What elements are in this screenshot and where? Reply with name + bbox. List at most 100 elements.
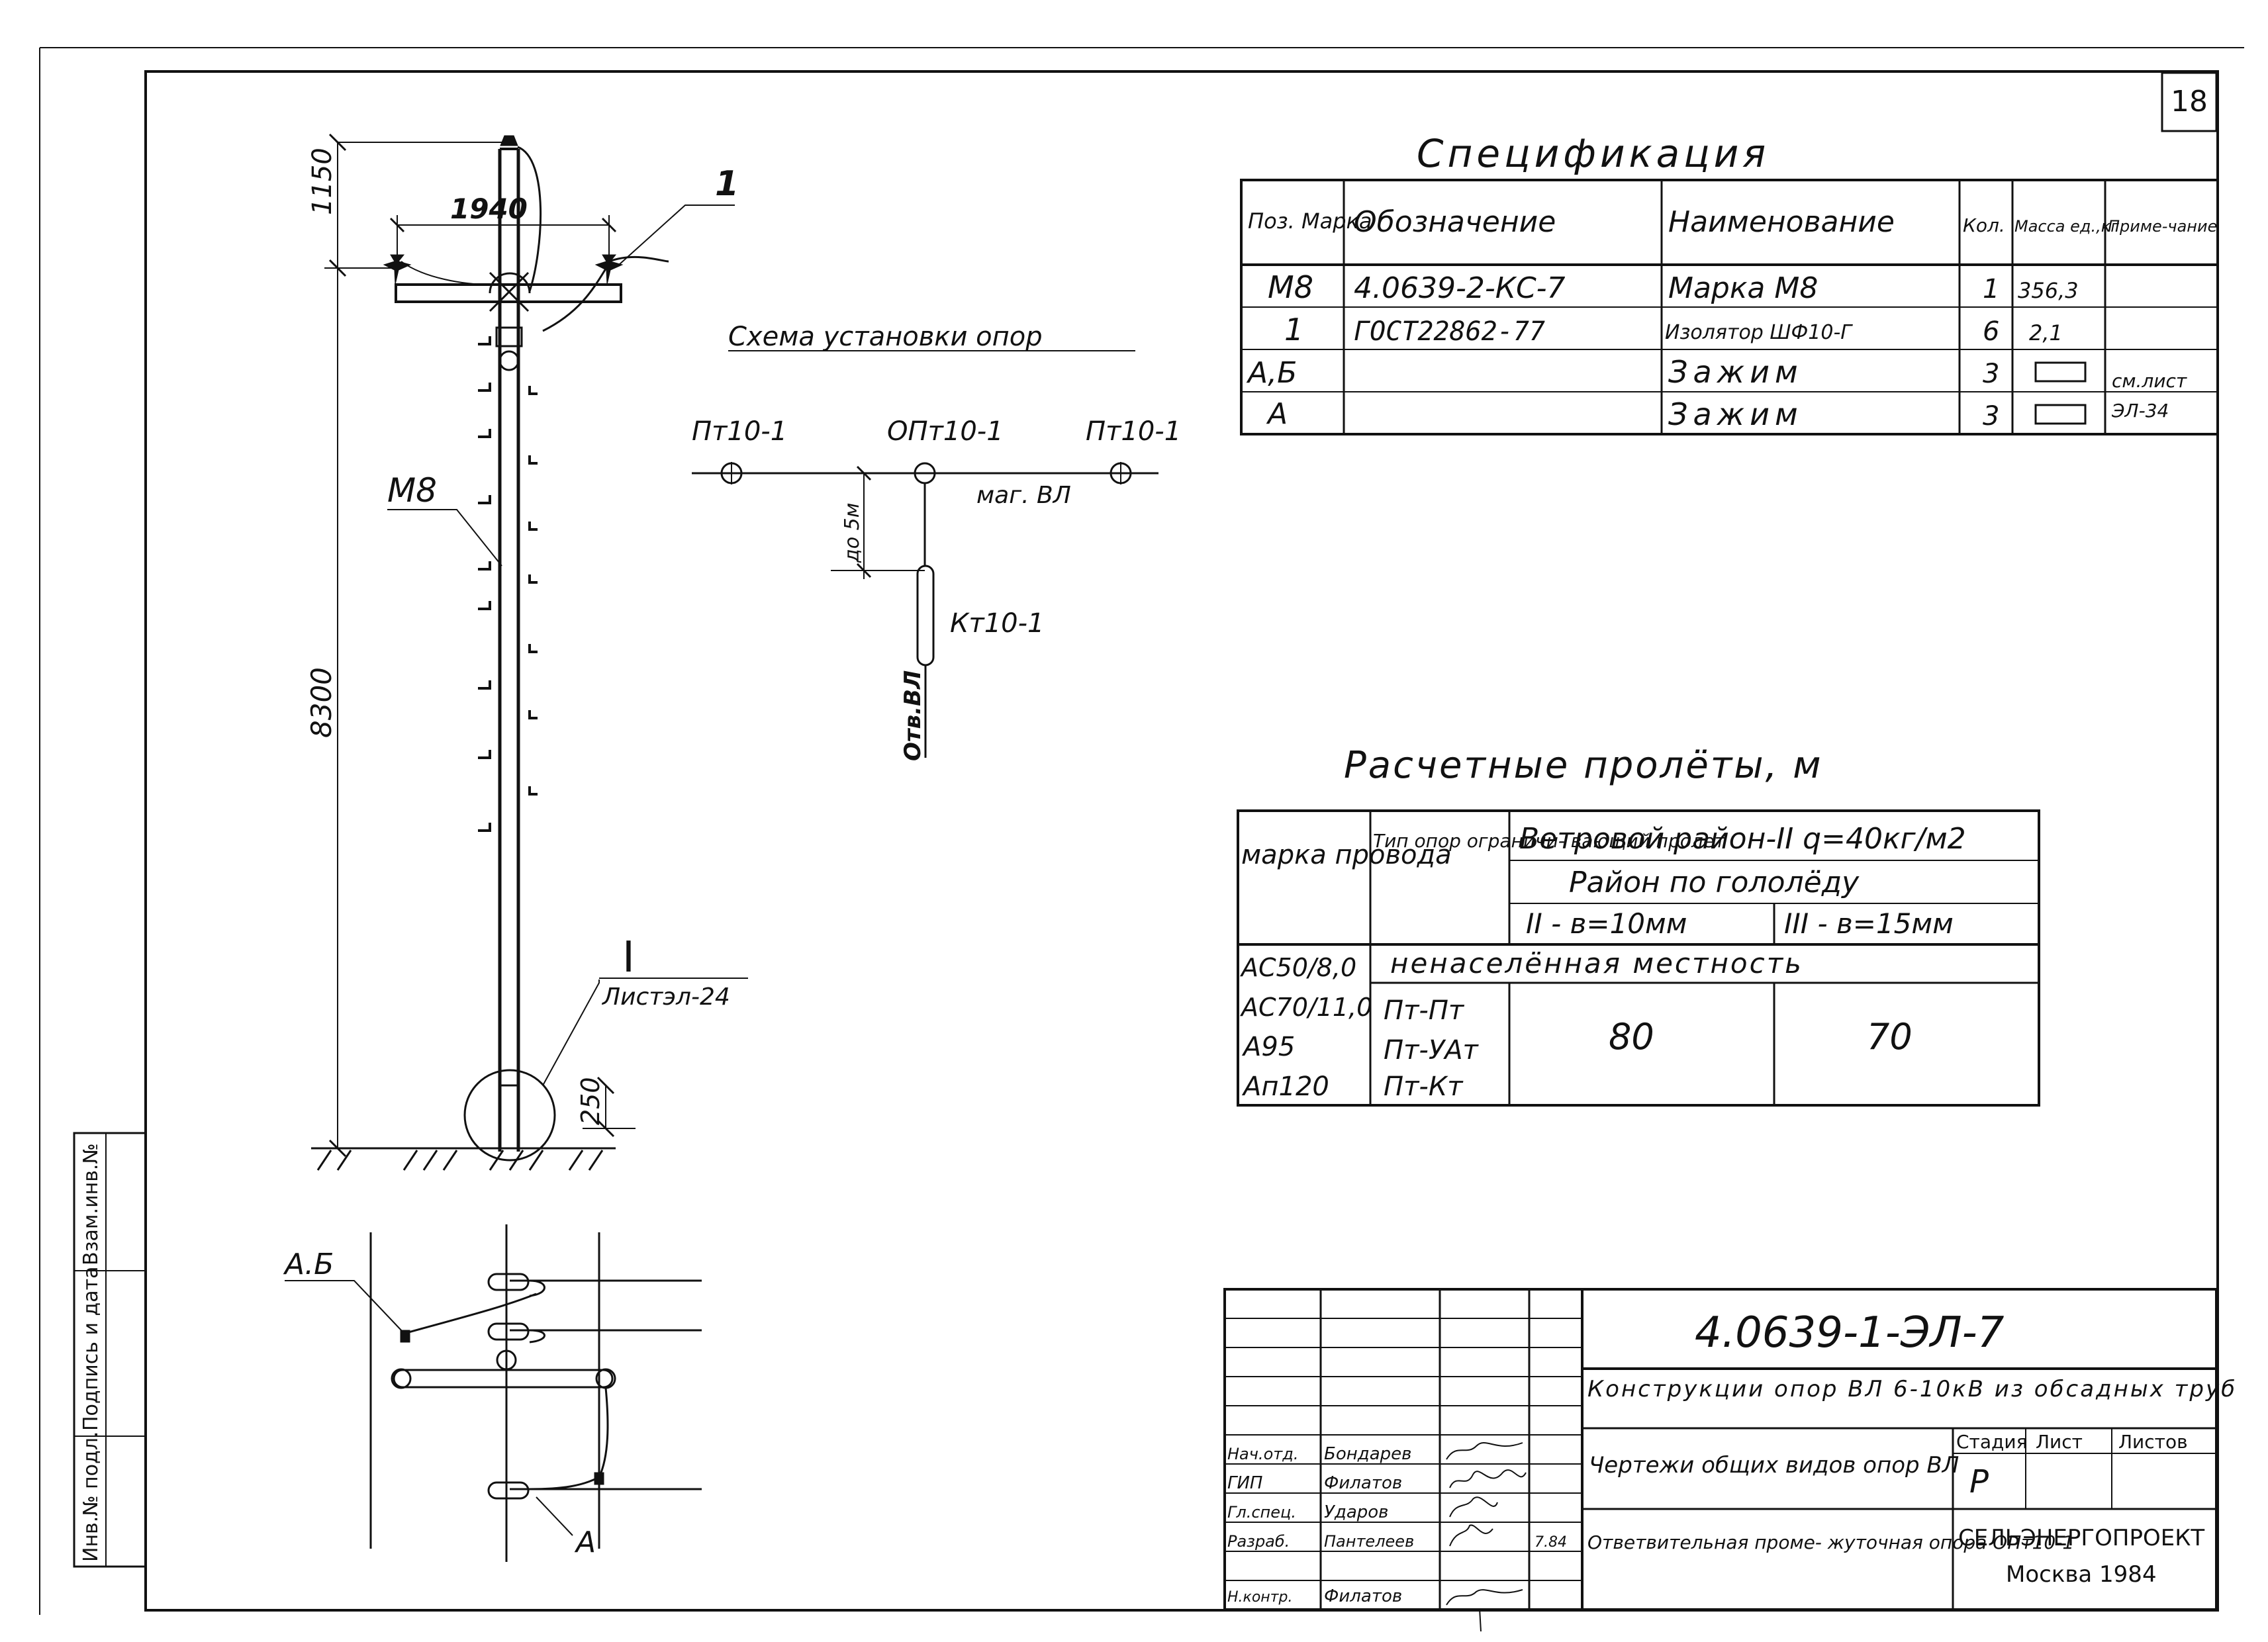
label-mark-m8: M8	[387, 471, 437, 510]
installation-scheme	[692, 351, 1158, 758]
spec-r2-note: см.лист	[2112, 370, 2187, 392]
spec-r3-name: Зажим	[1668, 396, 1803, 432]
spec-r3-qty: 3	[1983, 401, 1999, 432]
spec-r0-name: Марка М8	[1668, 271, 1818, 305]
stamp-name-4: Филатов	[1324, 1586, 1402, 1606]
dim-height: 8300	[305, 667, 338, 738]
side-stamp-inv-orig: Инв.№ подл.	[79, 1432, 103, 1562]
spans-title: Расчетные пролёты, м	[1344, 744, 1822, 787]
label-insulator: 1	[715, 164, 739, 204]
spans-type-0: Пт-Пт	[1384, 995, 1465, 1026]
scheme-branch-line: Отв.ВЛ	[900, 670, 926, 761]
detail-ref-sheet: Листэл-24	[601, 983, 730, 1011]
dim-top: 1150	[307, 148, 338, 215]
spec-r1-name: Изолятор ШФ10-Г	[1665, 321, 1853, 344]
pole-plan-view	[285, 1224, 702, 1562]
signatures	[1446, 1443, 1526, 1631]
spec-h-mass: Масса ед.,кг	[2014, 217, 2119, 236]
spec-r1-qty: 6	[1983, 316, 1999, 347]
stamp-name-0: Бондарев	[1324, 1444, 1411, 1464]
spans-value-iii: 70	[1867, 1016, 1913, 1058]
spec-h-qty: Кол.	[1963, 214, 2005, 236]
spec-h-name: Наименование	[1668, 205, 1895, 239]
title-block	[1225, 1289, 2216, 1610]
scheme-offset: до 5м	[841, 503, 864, 563]
spans-h-wind: Ветровой район-II q=40кг/м2	[1519, 822, 1966, 856]
spans-wire-3: Ап120	[1241, 1072, 1329, 1102]
sheet-frame	[40, 48, 2244, 1615]
stamp-name-3: Пантелеев	[1324, 1532, 1414, 1551]
scheme-pole-left: Пт10-1	[692, 416, 787, 447]
pole-steps	[478, 336, 538, 831]
stamp-role-0: Нач.отд.	[1227, 1445, 1298, 1463]
spec-r0-pos: М8	[1268, 269, 1313, 305]
stamp-code: 4.0639-1-ЭЛ-7	[1695, 1308, 2005, 1357]
spec-r2-pos: А,Б	[1246, 356, 1297, 390]
detail-ref-num: I	[622, 933, 635, 982]
stamp-h-sheets: Листов	[2118, 1431, 2188, 1453]
spans-h-wire: марка провода	[1241, 840, 1452, 870]
stamp-date: 7.84	[1535, 1534, 1567, 1551]
stamp-city: Москва 1984	[2006, 1561, 2157, 1588]
stamp-role-3: Разраб.	[1227, 1532, 1290, 1551]
dim-crossarm: 1940	[450, 193, 528, 225]
spec-r2-name: Зажим	[1668, 354, 1803, 390]
scheme-end-pole: Кт10-1	[950, 608, 1044, 639]
plan-label-a: А	[574, 1526, 596, 1559]
spans-h-area: ненаселённая местность	[1390, 947, 1803, 980]
spec-r1-pos: 1	[1284, 312, 1303, 347]
spans-h-ice2: II - в=10мм	[1526, 907, 1687, 940]
spans-type-2: Пт-Кт	[1384, 1072, 1464, 1102]
spec-r3-note: ЭЛ-34	[2111, 400, 2169, 422]
spans-wire-0: АС50/8,0	[1239, 953, 1356, 982]
sheet-number-box: 18	[2162, 73, 2216, 131]
spec-h-note: Приме-чание	[2108, 217, 2217, 236]
spans-h-ice3: III - в=15мм	[1784, 907, 1954, 940]
spec-r3-pos: А	[1266, 397, 1288, 431]
spans-value-ii: 80	[1609, 1016, 1654, 1058]
spec-r0-qty: 1	[1983, 274, 1999, 304]
pole-elevation	[311, 134, 748, 1170]
side-stamp-inv-repl: Взам.инв.№	[79, 1143, 103, 1265]
spec-r0-mass: 356,3	[2018, 278, 2079, 303]
scheme-pole-right: Пт10-1	[1086, 416, 1181, 447]
spec-r1-mass: 2,1	[2029, 320, 2063, 345]
scheme-main-line: маг. ВЛ	[976, 482, 1071, 509]
spec-h-designation: Обозначение	[1354, 205, 1556, 239]
stamp-role-1: ГИП	[1227, 1473, 1263, 1493]
spec-title: Спецификация	[1417, 131, 1770, 176]
stamp-role-2: Гл.спец.	[1227, 1503, 1296, 1522]
stamp-org: СЕЛЬЭНЕРГОПРОЕКТ	[1958, 1525, 2204, 1551]
scheme-title: Схема установки опор	[728, 322, 1043, 352]
spec-r2-qty: 3	[1983, 359, 1999, 389]
scheme-pole-center: ОПт10-1	[887, 416, 1004, 447]
stamp-stage: Р	[1969, 1463, 1989, 1500]
stamp-project: Конструкции опор ВЛ 6-10кВ из обсадных т…	[1587, 1376, 2237, 1402]
stamp-name-1: Филатов	[1324, 1473, 1402, 1493]
side-stamp: Взам.инв.№ Подпись и дата Инв.№ подл.	[74, 1133, 146, 1567]
spans-type-1: Пт-УАт	[1384, 1035, 1480, 1066]
stamp-h-sheet: Лист	[2036, 1431, 2083, 1453]
spans-wire-1: АС70/11,0	[1239, 993, 1372, 1022]
stamp-doc-title: Ответвительная проме- жуточная опора ОПт…	[1587, 1531, 2074, 1553]
sheet-number: 18	[2171, 85, 2208, 118]
spec-h-pos-text: Поз. Марка	[1248, 208, 1372, 234]
plan-label-ab: А.Б	[283, 1248, 334, 1281]
spans-table	[1238, 811, 2039, 1105]
spans-h-ice: Район по гололёду	[1569, 866, 1860, 899]
stamp-h-stage: Стадия	[1956, 1431, 2027, 1453]
spans-h-type: Тип опор ограничи- вающий пролет	[1373, 830, 1726, 852]
stamp-sheet-title: Чертежи общих видов опор ВЛ	[1589, 1452, 1959, 1479]
stamp-name-2: Ударов	[1324, 1502, 1389, 1522]
spec-h-pos: Поз. Марка	[1248, 208, 1372, 234]
stamp-role-4: Н.контр.	[1227, 1589, 1292, 1606]
side-stamp-sign-date: Подпись и дата	[79, 1267, 103, 1432]
dim-ground: 250	[576, 1077, 605, 1125]
spec-table	[1241, 180, 2218, 434]
spec-r0-code: 4.0639-2-КС-7	[1354, 271, 1566, 305]
spans-h-wire-text: марка провода	[1241, 840, 1452, 870]
spans-wire-2: А95	[1241, 1032, 1295, 1062]
spec-r1-code: ГОСТ22862-77	[1354, 316, 1545, 347]
